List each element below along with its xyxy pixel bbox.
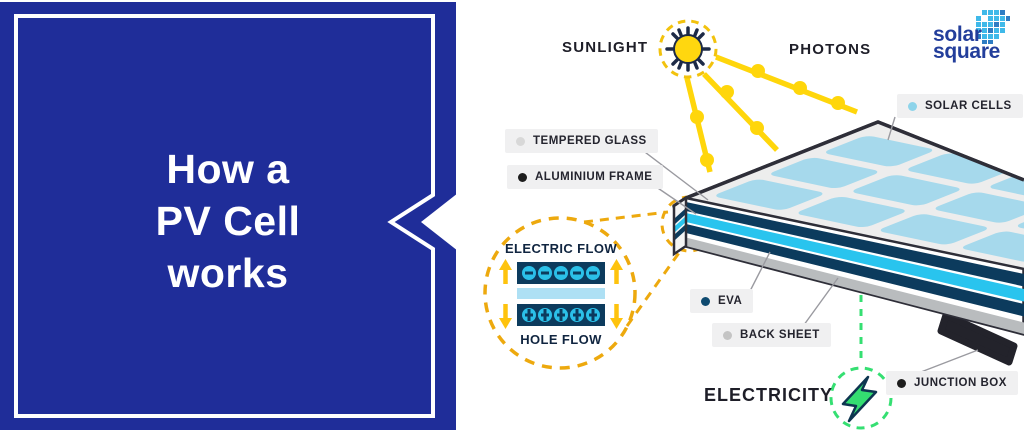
label-chip-aluminium-frame: ALUMINIUM FRAME [507,165,664,189]
electricity-label: ELECTRICITY [704,385,834,405]
logo-line-2: square [933,40,1001,63]
label-chip-solar-cells: SOLAR CELLS [897,94,1023,118]
label-chip-back-sheet: BACK SHEET [712,323,831,347]
tempered-glass-dot-icon [516,136,525,146]
eva-dot-icon [701,296,710,306]
junction-layer-bar [517,288,605,299]
flow-inset-diagram [499,259,623,329]
aluminium-frame-dot-icon [518,172,527,182]
solar-cells-label: SOLAR CELLS [925,100,1012,112]
junction-box-dot-icon [897,378,906,388]
panel-end-face [674,198,686,254]
photon-dot-icon [690,64,845,167]
panel-inner-border [14,14,435,418]
title-line-3: works [167,250,289,296]
solar-square-logo: solar square [933,23,1001,63]
junction-box-shape [937,311,1018,366]
label-chip-eva: EVA [690,289,754,313]
page-title: How a PV Cell works [0,143,456,299]
label-chip-junction-box: JUNCTION BOX [886,371,1018,395]
flow-direction-arrows [499,259,623,329]
back-sheet-dot-icon [723,330,732,340]
hole-charges [522,308,600,322]
left-panel-shape [0,2,458,430]
aluminium-frame-label: ALUMINIUM FRAME [535,171,653,183]
sun-icon [658,19,718,79]
hole-flow-label: HOLE FLOW [520,332,602,347]
sunlight-label: SUNLIGHT [562,39,649,56]
solar-square-pixel-globe-icon [976,10,1010,44]
panel-layer-stack [686,202,1024,334]
tempered-glass-label: TEMPERED GLASS [533,135,647,147]
solar-panel [672,120,1024,336]
lightning-bolt-icon [841,375,878,423]
junction-box-label: JUNCTION BOX [914,377,1007,389]
title-line-1: How a [166,146,290,192]
logo-line-1: solar [933,23,982,46]
electric-flow-label: ELECTRIC FLOW [504,241,618,256]
electron-charges [522,266,600,280]
photons-label: PHOTONS [789,41,872,58]
solar-cells-dot-icon [908,101,917,111]
notch-wedge [421,193,458,251]
title-line-2: PV Cell [155,198,301,244]
electricity-callout [829,295,893,430]
panel-outlines [672,120,1024,271]
eva-label: EVA [718,295,743,307]
back-sheet-label: BACK SHEET [740,329,820,341]
photon-rays [684,54,858,173]
label-chip-tempered-glass: TEMPERED GLASS [505,129,658,153]
